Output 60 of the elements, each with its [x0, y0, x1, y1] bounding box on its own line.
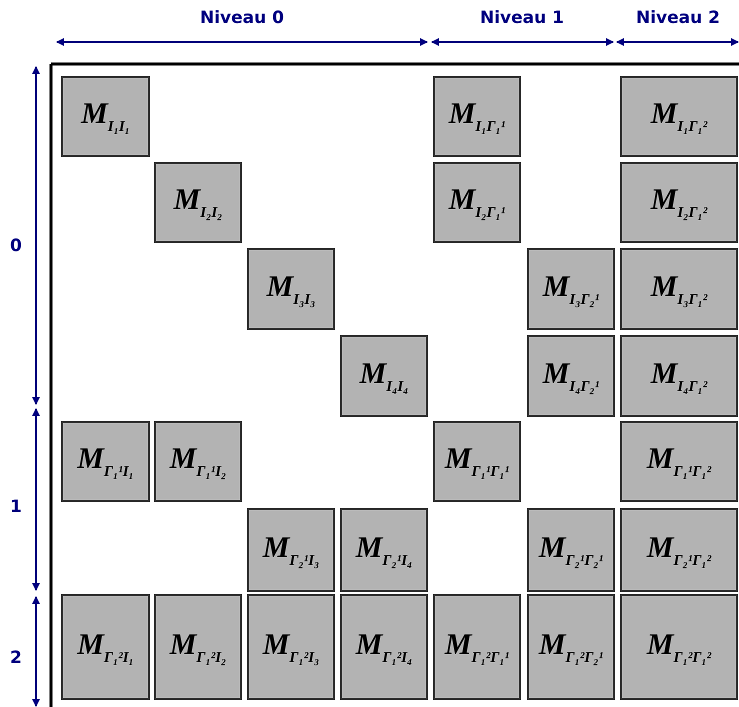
- matrix-block: [620, 508, 738, 592]
- block-label: M$_{Γ₁¹Γ₁¹}$: [444, 442, 510, 481]
- matrix-block: [527, 335, 615, 417]
- block-label: M$_{I₃Γ₁²}$: [650, 270, 708, 308]
- matrix-block: [61, 594, 150, 700]
- matrix-block: [620, 421, 738, 502]
- block-label: M$_{I₃Γ₂¹}$: [542, 270, 600, 308]
- block-label: M$_{I₁Γ₁¹}$: [448, 97, 506, 136]
- block-label: M$_{Γ₁²Γ₁²}$: [646, 628, 712, 666]
- block-label: M$_{I₃I₃}$: [266, 270, 316, 308]
- block-label: M$_{I₄I₄}$: [360, 356, 408, 396]
- matrix-block: [61, 76, 150, 157]
- level-heading: Niveau 1: [480, 8, 564, 28]
- block-label: M$_{I₂Γ₁¹}$: [448, 183, 506, 222]
- matrix-block: [340, 594, 428, 700]
- level-number: 2: [10, 648, 22, 668]
- block-label: M$_{I₁Γ₁²}$: [650, 97, 708, 136]
- matrix-block: [620, 335, 738, 417]
- matrix-block: [527, 508, 615, 592]
- block-label: M$_{Γ₁²Γ₁¹}$: [444, 628, 510, 666]
- block-label: M$_{Γ₁¹I₂}$: [170, 442, 226, 481]
- block-label: M$_{Γ₂¹I₄}$: [356, 530, 412, 570]
- block-label: M$_{Γ₂¹Γ₁²}$: [646, 530, 712, 570]
- block-label: M$_{Γ₁²Γ₂¹}$: [538, 628, 604, 666]
- matrix-block: [154, 594, 242, 700]
- block-label: M$_{Γ₁²I₂}$: [170, 628, 226, 666]
- block-label: M$_{I₁I₁}$: [81, 97, 130, 136]
- matrix-block: [247, 248, 335, 330]
- block-label: M$_{Γ₂¹I₃}$: [262, 530, 320, 570]
- level-number: 0: [10, 236, 22, 256]
- matrix-block: [620, 162, 738, 243]
- block-label: M$_{I₂I₂}$: [174, 183, 222, 222]
- matrix-block: [620, 594, 738, 700]
- block-label: M$_{Γ₁²I₁}$: [77, 628, 134, 666]
- matrix-block: [247, 594, 335, 700]
- block-label: M$_{Γ₁¹I₁}$: [77, 442, 134, 481]
- block-label: M$_{Γ₁²I₃}$: [262, 628, 320, 666]
- matrix-block: [61, 421, 150, 502]
- block-label: M$_{I₂Γ₁²}$: [650, 183, 708, 222]
- matrix-block: [620, 248, 738, 330]
- matrix-block: [433, 162, 521, 243]
- block-label: M$_{I₄Γ₂¹}$: [542, 356, 600, 396]
- block-label: M$_{I₄Γ₁²}$: [650, 356, 708, 396]
- matrix-block: [154, 421, 242, 502]
- matrix-block: [433, 76, 521, 157]
- matrix-block: [340, 508, 428, 592]
- block-label: M$_{Γ₁²I₄}$: [356, 628, 412, 666]
- matrix-block: [527, 594, 615, 700]
- matrix-block: [340, 335, 428, 417]
- block-label: M$_{Γ₁¹Γ₁²}$: [646, 442, 712, 481]
- level-heading: Niveau 0: [200, 8, 284, 28]
- block-label: M$_{Γ₂¹Γ₂¹}$: [538, 530, 604, 570]
- matrix-block: [433, 421, 521, 502]
- matrix-block: [247, 508, 335, 592]
- level-heading: Niveau 2: [636, 8, 720, 28]
- matrix-block: [527, 248, 615, 330]
- matrix-block: [433, 594, 521, 700]
- level-number: 1: [10, 497, 22, 517]
- matrix-block: [154, 162, 242, 243]
- matrix-block: [620, 76, 738, 157]
